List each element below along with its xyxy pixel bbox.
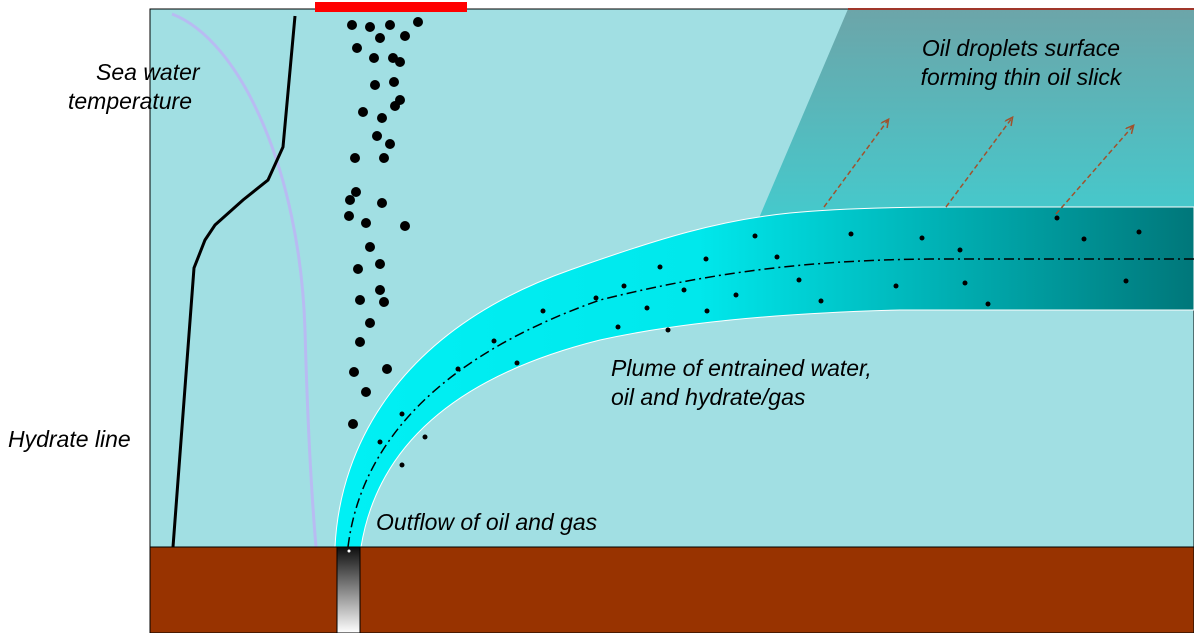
droplet	[962, 280, 968, 286]
droplet	[385, 20, 395, 30]
droplet	[703, 256, 709, 262]
wellhead	[336, 546, 361, 633]
droplet	[665, 327, 671, 333]
droplet	[400, 221, 410, 231]
droplet	[399, 411, 405, 417]
surfacing-arrow	[823, 120, 888, 208]
droplet	[351, 187, 361, 197]
droplet	[615, 324, 621, 330]
oil-droplets-surface-label: Oil droplets surface forming thin oil sl…	[880, 34, 1162, 92]
droplet	[375, 33, 385, 43]
droplet	[455, 366, 461, 372]
droplet	[681, 287, 687, 293]
droplet	[365, 22, 375, 32]
hydrate-line	[171, 15, 297, 548]
sea-water-temperature-label: Sea water temperature	[68, 58, 200, 116]
droplet	[733, 292, 739, 298]
droplet	[365, 318, 375, 328]
droplet	[365, 242, 375, 252]
droplet	[369, 53, 379, 63]
droplet	[540, 308, 546, 314]
droplet	[774, 254, 780, 260]
droplet	[377, 113, 387, 123]
plume-centerline	[347, 258, 1194, 548]
droplet	[957, 247, 963, 253]
droplet	[1123, 278, 1129, 284]
droplet	[358, 107, 368, 117]
plume-line-2: oil and hydrate/gas	[611, 384, 806, 410]
sea-water-temperature-line-2: temperature	[68, 88, 193, 114]
droplet	[361, 218, 371, 228]
plume-line-1: Plume of entrained water,	[611, 355, 872, 381]
droplet	[593, 295, 599, 301]
plume-band	[334, 206, 1194, 548]
droplet	[514, 360, 520, 366]
droplet	[985, 301, 991, 307]
droplet	[347, 20, 357, 30]
droplet-column	[344, 17, 423, 429]
droplet	[919, 235, 925, 241]
droplet	[400, 31, 410, 41]
oil-droplets-surface-line-1: Oil droplets surface	[921, 35, 1121, 61]
droplet	[657, 264, 663, 270]
surfacing-arrow	[945, 118, 1012, 208]
droplet	[370, 80, 380, 90]
outflow-label: Outflow of oil and gas	[376, 508, 597, 537]
droplet	[377, 198, 387, 208]
droplet	[379, 153, 389, 163]
droplet	[704, 308, 710, 314]
droplet	[413, 17, 423, 27]
droplet	[375, 259, 385, 269]
droplet	[382, 364, 392, 374]
droplet	[818, 298, 824, 304]
droplet	[353, 264, 363, 274]
droplet	[350, 153, 360, 163]
droplet	[390, 101, 400, 111]
oil-slick-zone	[756, 9, 1194, 225]
hydrate-line-text: Hydrate line	[8, 426, 131, 452]
droplet	[344, 211, 354, 221]
droplet	[379, 297, 389, 307]
droplet	[348, 419, 358, 429]
droplet	[1054, 215, 1060, 221]
droplet	[399, 462, 405, 468]
outflow-text: Outflow of oil and gas	[376, 509, 598, 535]
surface-marker	[315, 2, 467, 12]
droplet	[385, 139, 395, 149]
seabed	[149, 546, 1194, 633]
droplet	[621, 283, 627, 289]
droplet	[893, 283, 899, 289]
plume-label: Plume of entrained water, oil and hydrat…	[611, 354, 872, 412]
surfacing-arrows	[823, 118, 1133, 215]
droplet	[395, 57, 405, 67]
droplet	[1136, 229, 1142, 235]
droplet	[752, 233, 758, 239]
droplet	[644, 305, 650, 311]
droplet	[796, 277, 802, 283]
droplet	[345, 195, 355, 205]
surfacing-arrow	[1055, 126, 1133, 215]
droplet	[375, 285, 385, 295]
droplet	[377, 439, 383, 445]
sea-water-temperature-line-1: Sea water	[96, 59, 200, 85]
droplet	[352, 43, 362, 53]
droplet	[422, 434, 428, 440]
droplet	[361, 387, 371, 397]
droplet	[389, 77, 399, 87]
oil-droplets-surface-line-2: forming thin oil slick	[920, 64, 1122, 90]
wellhead-outlet	[347, 549, 351, 553]
droplet	[355, 337, 365, 347]
plume-droplets	[377, 215, 1142, 468]
hydrate-line-label: Hydrate line	[8, 425, 131, 454]
droplet	[848, 231, 854, 237]
droplet	[349, 367, 359, 377]
droplet	[355, 295, 365, 305]
droplet	[491, 338, 497, 344]
temperature-curve	[171, 12, 318, 548]
droplet	[1081, 236, 1087, 242]
droplet	[372, 131, 382, 141]
